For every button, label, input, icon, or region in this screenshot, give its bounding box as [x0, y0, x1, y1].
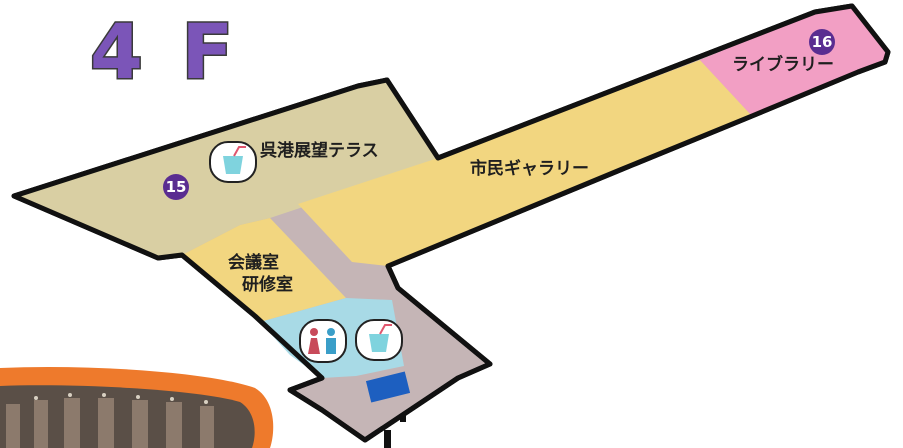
- elevator-marker: [365, 371, 411, 403]
- floor-title: 4 F: [90, 7, 239, 96]
- conference-area: [182, 218, 346, 322]
- conference-label-1: 会議室: [228, 252, 279, 273]
- library-number-badge: 16: [809, 29, 835, 55]
- terrace-number-badge: 15: [163, 174, 189, 200]
- drink-icon: [355, 319, 403, 361]
- svg-text:16: 16: [812, 33, 833, 51]
- gallery-label: 市民ギャラリー: [470, 158, 589, 179]
- restroom-icon: [299, 319, 347, 363]
- drink-icon: [209, 141, 257, 183]
- conference-label-2: 研修室: [242, 274, 293, 295]
- library-area: [700, 6, 888, 116]
- library-label: ライブラリー: [732, 54, 834, 75]
- svg-text:15: 15: [166, 178, 187, 196]
- gallery-area: [298, 60, 752, 266]
- photo-inset: [0, 366, 274, 448]
- terrace-label: 呉港展望テラス: [260, 140, 379, 161]
